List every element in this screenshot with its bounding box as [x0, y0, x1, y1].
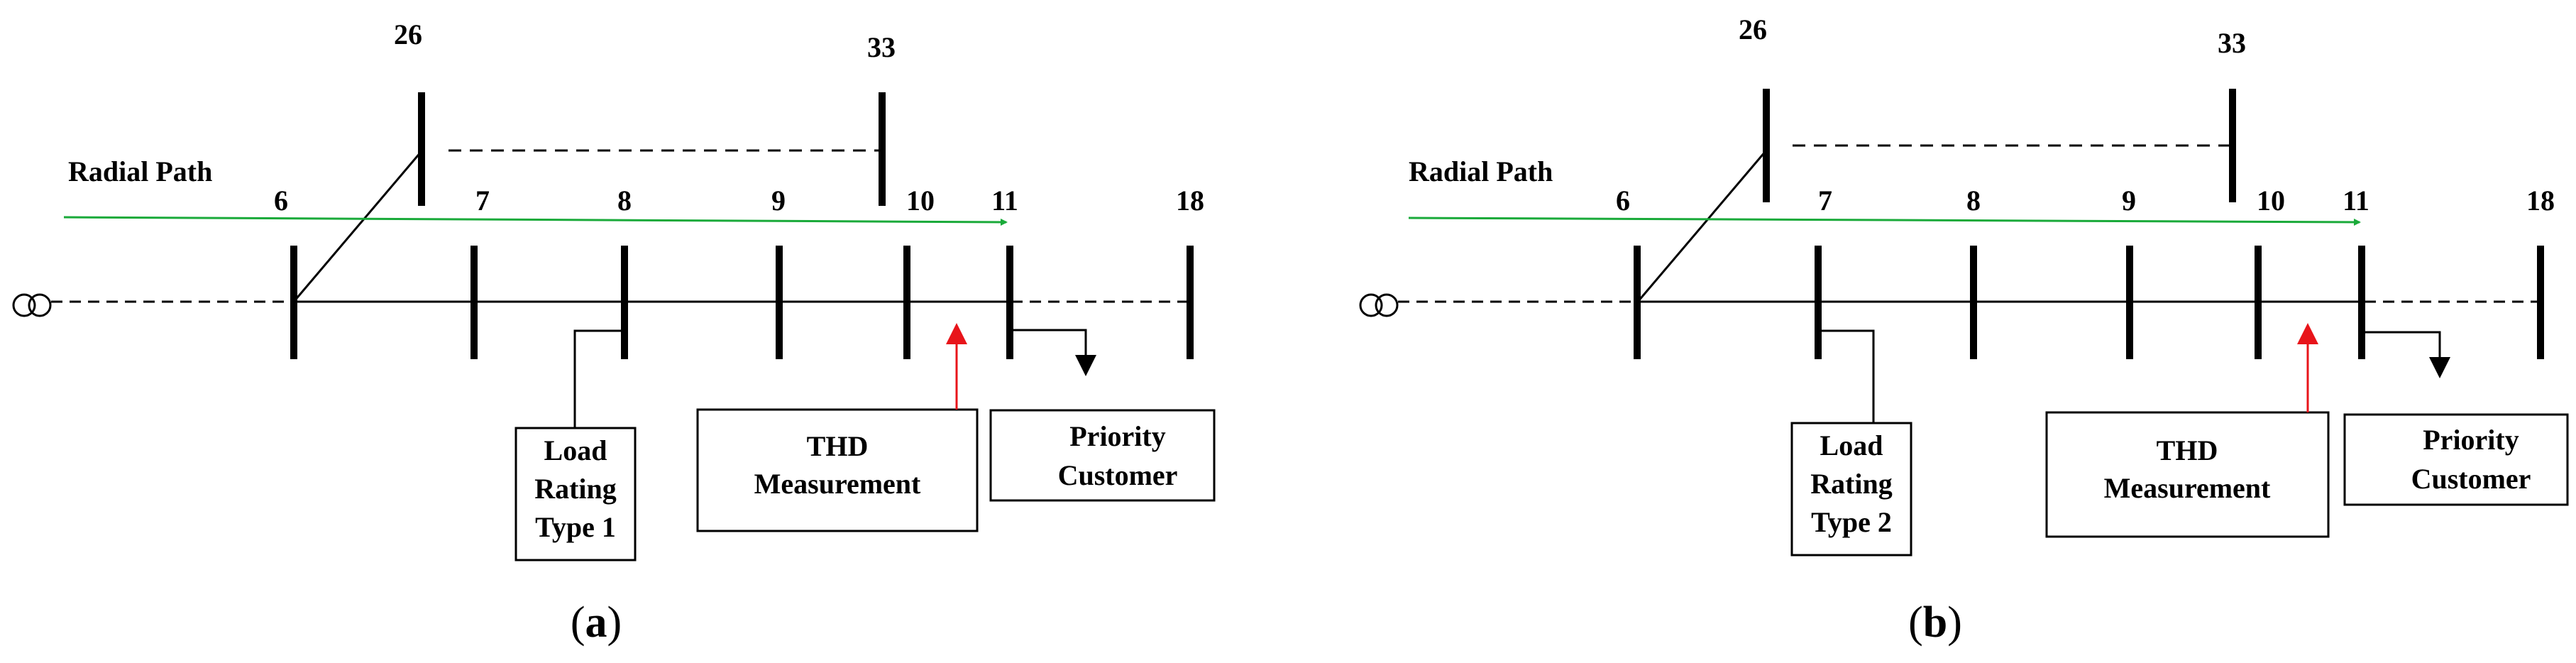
load-rating-box — [1790, 422, 1912, 557]
load-rating-box-line-1: Load — [544, 434, 607, 466]
transformer-icon — [1359, 293, 1399, 317]
bus-8 — [621, 246, 628, 359]
bus-11 — [1006, 246, 1013, 359]
bus-label-8: 8 — [1966, 185, 1981, 217]
bus-18 — [1187, 246, 1194, 359]
thd-box-line-1: THD — [807, 430, 869, 462]
panel-caption-letter-b: b — [1923, 598, 1947, 647]
bus-7 — [470, 246, 478, 359]
bus-label-18: 18 — [1176, 185, 1204, 217]
bus-label-7: 7 — [475, 185, 490, 217]
bus-33 — [879, 92, 886, 206]
bus-label-10: 10 — [2257, 185, 2285, 217]
panel-a: Radial Path 26 33 6 7 8 9 10 11 18 Load … — [12, 18, 1216, 647]
load-connector-line — [573, 329, 624, 428]
bus-label-9: 9 — [2122, 185, 2136, 217]
bus-7 — [1815, 246, 1822, 359]
thd-measurement-box — [696, 408, 979, 532]
branch-line-6-26 — [292, 150, 423, 302]
bus-11 — [2358, 246, 2365, 359]
bus-10 — [903, 246, 910, 359]
load-connector-line — [1822, 329, 1875, 423]
bus-18 — [2537, 246, 2544, 359]
thd-box-line-2: Measurement — [2104, 472, 2271, 504]
priority-customer-box — [2343, 413, 2569, 506]
bus-label-26: 26 — [394, 18, 422, 50]
bus-6 — [1634, 246, 1641, 359]
bus-label-33: 33 — [2218, 27, 2246, 59]
bus-10 — [2255, 246, 2262, 359]
bus-label-8: 8 — [617, 185, 632, 217]
priority-box-line-2: Customer — [2411, 463, 2531, 495]
bus-33 — [2229, 89, 2236, 202]
bus-9 — [776, 246, 783, 359]
panel-caption-letter-a: a — [585, 598, 607, 647]
bus-label-6: 6 — [1616, 185, 1630, 217]
radial-path-arrow — [63, 216, 1008, 226]
thd-measurement-box — [2045, 411, 2330, 538]
bus-label-9: 9 — [771, 185, 786, 217]
bus-label-18: 18 — [2526, 185, 2555, 217]
thd-box-line-2: Measurement — [754, 468, 921, 500]
load-rating-box-line-3: Type 2 — [1811, 506, 1892, 538]
bus-26 — [1763, 89, 1770, 202]
bus-label-11: 11 — [2343, 185, 2369, 217]
priority-box-line-1: Priority — [2423, 424, 2519, 456]
panel-b: Radial Path 26 33 6 7 8 9 10 11 18 Load … — [1359, 13, 2569, 647]
bus-9 — [2126, 246, 2133, 359]
bus-label-26: 26 — [1739, 13, 1767, 45]
bus-26 — [418, 92, 425, 206]
radial-path-label: Radial Path — [1409, 155, 1553, 187]
radial-path-arrow — [1408, 217, 2361, 226]
bus-label-10: 10 — [906, 185, 935, 217]
priority-box-line-2: Customer — [1058, 459, 1178, 491]
priority-customer-box — [989, 409, 1216, 502]
bus-label-6: 6 — [274, 185, 288, 217]
radial-path-label: Radial Path — [68, 155, 212, 187]
priority-connector-line — [2365, 331, 2450, 378]
transformer-icon — [12, 293, 52, 317]
thd-box-line-1: THD — [2157, 434, 2218, 466]
priority-box-line-1: Priority — [1069, 420, 1166, 452]
panel-caption-b: (b) — [1908, 598, 1962, 647]
bus-8 — [1970, 246, 1977, 359]
bus-6 — [290, 246, 297, 359]
bus-label-11: 11 — [991, 185, 1018, 217]
panel-caption-a: (a) — [571, 598, 622, 647]
load-rating-box-line-3: Type 1 — [535, 511, 616, 543]
load-rating-box — [514, 427, 637, 561]
priority-connector-line — [1012, 329, 1096, 376]
bus-label-7: 7 — [1818, 185, 1832, 217]
load-rating-box-line-2: Rating — [1810, 468, 1893, 500]
load-rating-box-line-1: Load — [1820, 429, 1883, 461]
branch-line-6-26 — [1636, 150, 1767, 302]
bus-label-33: 33 — [867, 31, 896, 63]
load-rating-box-line-2: Rating — [534, 473, 617, 505]
